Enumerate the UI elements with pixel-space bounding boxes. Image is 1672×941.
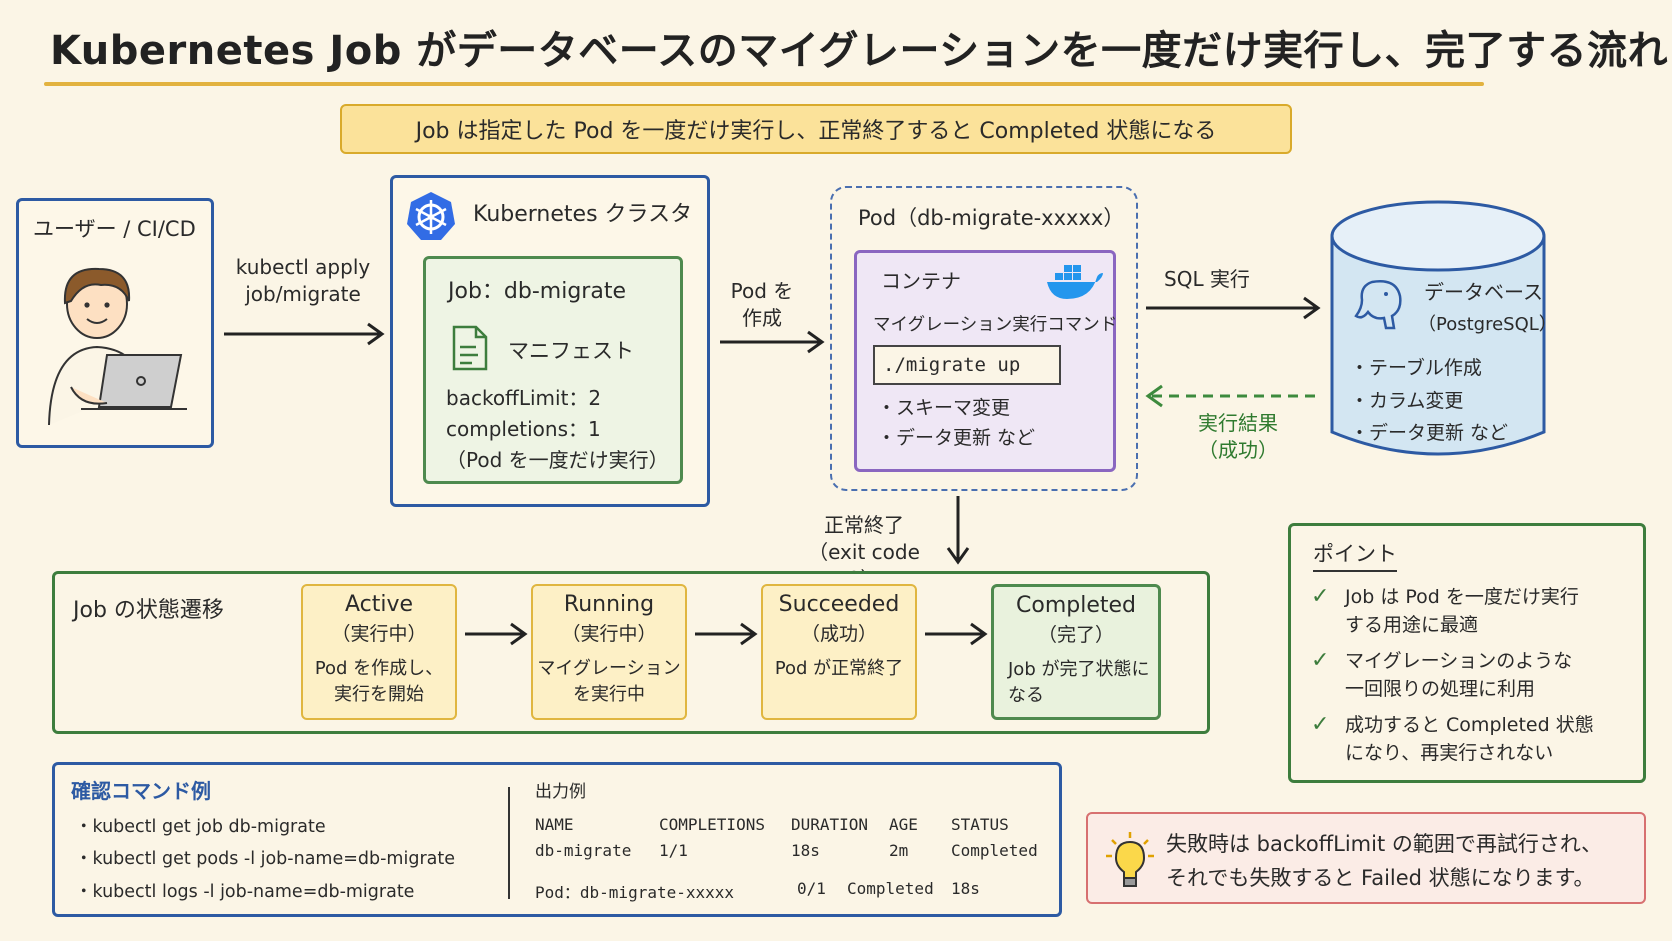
commands-divider <box>508 787 510 899</box>
user-title: ユーザー / CI/CD <box>33 217 196 241</box>
job-state-transitions: Job の状態遷移 Active （実行中） Pod を作成し、実行を開始 Ru… <box>52 571 1210 734</box>
job-box: Job：db-migrate マニフェスト backoffLimit：2 com… <box>423 256 683 484</box>
check-icon: ✓ <box>1311 712 1330 737</box>
state-arrow-1 <box>465 622 528 646</box>
migrate-command: ./migrate up <box>873 345 1061 385</box>
job-params: backoffLimit：2 completions：1 （Pod を一度だけ実… <box>446 386 669 472</box>
output-header-name: NAME <box>535 815 574 834</box>
user-with-laptop-icon <box>48 267 187 426</box>
create-pod-arrow <box>720 330 825 354</box>
postgresql-elephant-icon <box>1354 280 1402 330</box>
failure-note: 失敗時は backoffLimit の範囲で再試行され、 それでも失敗すると F… <box>1086 812 1646 904</box>
apply-arrow <box>224 322 385 346</box>
state-active: Active （実行中） Pod を作成し、実行を開始 <box>301 584 457 720</box>
failure-text: 失敗時は backoffLimit の範囲で再試行され、 それでも失敗すると F… <box>1166 832 1603 890</box>
manifest-document-icon <box>452 325 488 371</box>
command-item: ・kubectl get job db-migrate <box>75 817 326 837</box>
output-cell: 2m <box>889 841 909 860</box>
user-box: ユーザー / CI/CD <box>16 198 214 448</box>
output-pod-cell: Pod：db-migrate-xxxxx <box>535 883 735 902</box>
sql-arrow <box>1146 296 1321 320</box>
check-icon: ✓ <box>1311 648 1330 673</box>
output-cell: 1/1 <box>659 841 688 860</box>
cluster-title: Kubernetes クラスタ <box>473 202 693 227</box>
commands-title: 確認コマンド例 <box>71 779 211 803</box>
command-item: ・kubectl logs -l job-name=db-migrate <box>75 881 415 902</box>
points-title: ポイント <box>1313 538 1397 572</box>
database-cylinder <box>1330 200 1546 456</box>
commands-box: 確認コマンド例 ・kubectl get job db-migrate ・kub… <box>52 762 1062 917</box>
output-label: 出力例 <box>535 782 586 802</box>
output-pod-cell: Completed <box>847 879 934 898</box>
job-title: Job：db-migrate <box>448 279 626 304</box>
state-succeeded: Succeeded （成功） Pod が正常終了 <box>761 584 917 720</box>
points-box: ポイント ✓ Job は Pod を一度だけ実行する用途に最適 ✓ マイグレーシ… <box>1288 523 1646 783</box>
subtitle-banner: Job は指定した Pod を一度だけ実行し、正常終了すると Completed… <box>340 104 1292 154</box>
kubernetes-icon <box>407 192 455 240</box>
output-cell: 18s <box>791 841 820 860</box>
database-actions: ・テーブル作成 ・カラム変更 ・データ更新 など <box>1350 357 1509 445</box>
states-title: Job の状態遷移 <box>73 598 224 623</box>
output-header-completions: COMPLETIONS <box>659 815 765 834</box>
result-arrow <box>1145 384 1320 408</box>
command-list: ・kubectl get job db-migrate ・kubectl get… <box>75 811 455 908</box>
output-header-duration: DURATION <box>791 815 869 834</box>
database-subtitle: （PostgreSQL） <box>1418 314 1557 335</box>
database-title: データベース <box>1424 280 1543 304</box>
state-completed: Completed （完了） Job が完了状態になる <box>991 584 1161 720</box>
state-arrow-2 <box>695 622 758 646</box>
pod-title: Pod（db-migrate-xxxxx） <box>858 206 1125 230</box>
lightbulb-icon <box>1106 832 1154 887</box>
title-underline <box>44 82 1484 86</box>
sql-label: SQL 実行 <box>1164 267 1250 291</box>
check-icon: ✓ <box>1311 584 1330 609</box>
output-cell: Completed <box>951 841 1038 860</box>
output-header-status: STATUS <box>951 815 1009 834</box>
container-title: コンテナ <box>881 269 961 293</box>
pod-box: Pod（db-migrate-xxxxx） コンテナ マイグレーション実行コマン… <box>830 186 1138 491</box>
command-item: ・kubectl get pods -l job-name=db-migrate <box>75 849 455 870</box>
output-cell: db-migrate <box>535 841 632 860</box>
manifest-label: マニフェスト <box>508 339 634 363</box>
page-title: Kubernetes Job がデータベースのマイグレーションを一度だけ実行し、… <box>50 28 1669 74</box>
output-pod-cell: 18s <box>951 879 980 898</box>
output-pod-cell: 0/1 <box>797 879 826 898</box>
result-label: 実行結果 （成功） <box>1198 411 1278 462</box>
apply-label: kubectl apply job/migrate <box>235 255 371 306</box>
create-pod-label: Pod を 作成 <box>730 279 794 330</box>
docker-icon <box>1047 265 1103 299</box>
output-header-age: AGE <box>889 815 918 834</box>
state-arrow-3 <box>925 622 988 646</box>
container-box: コンテナ マイグレーション実行コマンド ./migrate up ・スキーマ変更… <box>854 250 1118 472</box>
kubernetes-cluster-box: Kubernetes クラスタ Job：db-migrate マニフェスト ba… <box>390 175 710 507</box>
exit-arrow <box>946 496 970 565</box>
container-notes: ・スキーマ変更 ・データ更新 など <box>877 397 1036 450</box>
state-running: Running （実行中） マイグレーションを実行中 <box>531 584 687 720</box>
command-label: マイグレーション実行コマンド <box>873 315 1118 335</box>
